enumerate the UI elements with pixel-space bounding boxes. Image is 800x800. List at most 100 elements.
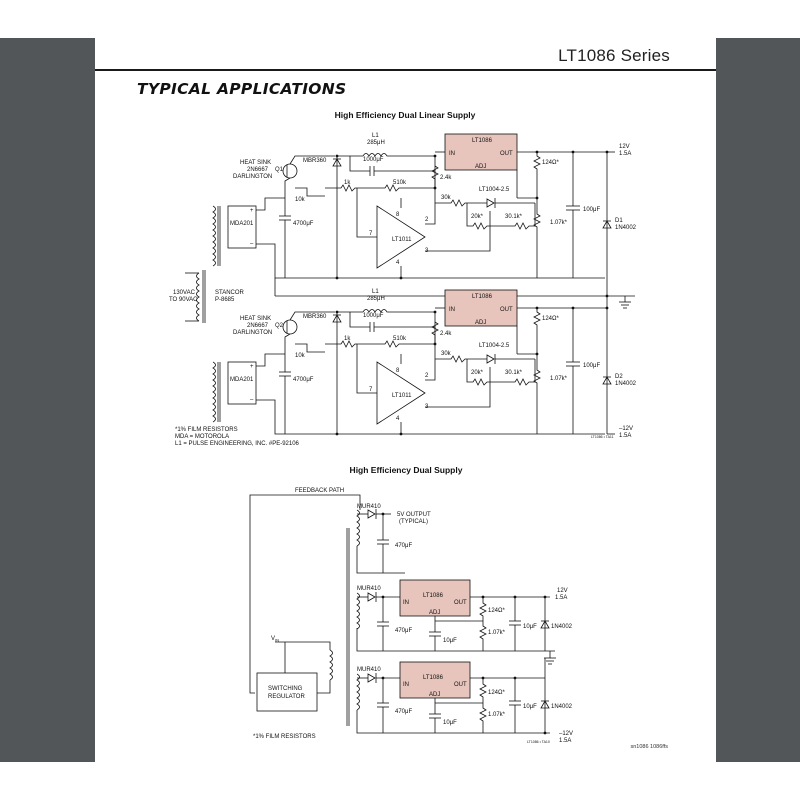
reg-adj: ADJ bbox=[475, 320, 486, 326]
cap-small-label: 1000μF bbox=[363, 157, 384, 163]
r8-label: 124Ω* bbox=[542, 316, 559, 322]
reg-pos-out: OUT bbox=[454, 600, 467, 606]
transistor-part: 2N6667 bbox=[247, 167, 269, 173]
r2-label: 510k bbox=[393, 180, 407, 186]
reg-adj: ADJ bbox=[475, 164, 486, 170]
r7-label: 30.1k* bbox=[505, 370, 523, 376]
pin2: 2 bbox=[425, 373, 429, 379]
cap-470-1: 470μF bbox=[395, 543, 412, 549]
pin4: 4 bbox=[396, 260, 400, 266]
output-5v-label: 5V OUTPUT bbox=[397, 512, 431, 518]
cap-out-label: 100μF bbox=[583, 207, 600, 213]
r6-label: 20k* bbox=[471, 370, 484, 376]
circuit2-title: High Efficiency Dual Supply bbox=[349, 465, 463, 475]
darlington-label: DARLINGTON bbox=[233, 174, 272, 180]
r9-label: 1.07k* bbox=[550, 376, 568, 382]
pin2: 2 bbox=[425, 217, 429, 223]
header-rule bbox=[95, 69, 716, 71]
r-top-2: 124Ω* bbox=[488, 690, 505, 696]
r1-label: 1k bbox=[344, 180, 351, 186]
out-diode-part: 1N4002 bbox=[615, 225, 637, 231]
inductor-value: 285μH bbox=[367, 140, 385, 146]
note-l1: L1 = PULSE ENGINEERING, INC. #PE-92106 bbox=[175, 441, 300, 447]
opamp-label: LT1011 bbox=[392, 237, 412, 243]
r5-label: 10k bbox=[295, 353, 306, 359]
transformer-part-2: P-8685 bbox=[215, 297, 235, 303]
transistor-id: Q1 bbox=[275, 167, 284, 173]
reference-label: LT1004-2.5 bbox=[479, 343, 510, 349]
bridge-plus: + bbox=[250, 208, 254, 214]
out-current: 1.5A bbox=[619, 433, 631, 439]
regulator-label: LT1086 bbox=[472, 138, 493, 144]
r4-label: 30k bbox=[441, 351, 452, 357]
regulator-box bbox=[444, 133, 518, 171]
reg-neg-in: IN bbox=[403, 682, 409, 688]
regulator-neg-label: LT1086 bbox=[423, 675, 444, 681]
transformer-input-2: TO 90VAC bbox=[169, 297, 198, 303]
cap-10-1: 10μF bbox=[443, 638, 457, 644]
r8-label: 124Ω* bbox=[542, 160, 559, 166]
bridge-rectifier-box bbox=[227, 205, 257, 249]
out-neg-current: 1.5A bbox=[559, 738, 571, 744]
heat-sink-label: HEAT SINK bbox=[240, 316, 271, 322]
transformer-input-1: 130VAC bbox=[173, 290, 196, 296]
out-diode-id: D1 bbox=[615, 218, 623, 224]
feedback-label: FEEDBACK PATH bbox=[295, 488, 344, 494]
r7-label: 30.1k* bbox=[505, 214, 523, 220]
cap-10-4: 10μF bbox=[523, 704, 537, 710]
opamp-label: LT1011 bbox=[392, 393, 412, 399]
reference-label: LT1004-2.5 bbox=[479, 187, 510, 193]
note-film-resistors-2: *1% FILM RESISTORS bbox=[253, 734, 316, 740]
cap-in-label: 4700μF bbox=[293, 221, 314, 227]
circuit2: FEEDBACK PATH SWITCHING REGULATOR VIN MU… bbox=[249, 488, 573, 744]
transformer-part-1: STANCOR bbox=[215, 290, 245, 296]
reg-in: IN bbox=[449, 151, 455, 157]
transistor-id: Q2 bbox=[275, 323, 284, 329]
out-neg-voltage: –12V bbox=[559, 731, 573, 737]
switching-regulator-box bbox=[256, 672, 318, 712]
regulator-label: LT1086 bbox=[472, 294, 493, 300]
cap-out-label: 100μF bbox=[583, 363, 600, 369]
out-diode-id: D2 bbox=[615, 374, 623, 380]
r3-label: 2.4k bbox=[440, 331, 452, 337]
output-5v-typical: (TYPICAL) bbox=[399, 519, 428, 525]
section-title: TYPICAL APPLICATIONS bbox=[137, 80, 347, 98]
cap-10-2: 10μF bbox=[523, 624, 537, 630]
out-current: 1.5A bbox=[619, 151, 631, 157]
figure-code-2: LT1086 • TA10 bbox=[527, 740, 550, 744]
regulator-pos-label: LT1086 bbox=[423, 593, 444, 599]
out-voltage: 12V bbox=[619, 144, 630, 150]
cap-in-label: 4700μF bbox=[293, 377, 314, 383]
out-pos-voltage: 12V bbox=[557, 588, 568, 594]
bridge-minus: – bbox=[250, 397, 254, 403]
bridge-minus: – bbox=[250, 241, 254, 247]
out-voltage: –12V bbox=[619, 426, 633, 432]
out-pos-current: 1.5A bbox=[555, 595, 567, 601]
transistor-part: 2N6667 bbox=[247, 323, 269, 329]
r-bottom-1: 1.07k* bbox=[488, 630, 506, 636]
cap-small-label: 1000μF bbox=[363, 313, 384, 319]
circuit1-title: High Efficiency Dual Linear Supply bbox=[334, 110, 476, 120]
reg-in: IN bbox=[449, 307, 455, 313]
inductor-id: L1 bbox=[372, 289, 379, 295]
reg-out: OUT bbox=[500, 151, 513, 157]
switcher-label-1: SWITCHING bbox=[268, 686, 303, 692]
r3-label: 2.4k bbox=[440, 175, 452, 181]
cap-470-2: 470μF bbox=[395, 628, 412, 634]
switcher-label-2: REGULATOR bbox=[268, 694, 305, 700]
r6-label: 20k* bbox=[471, 214, 484, 220]
reg-neg-adj: ADJ bbox=[429, 692, 440, 698]
note-film-resistors: *1% FILM RESISTORS bbox=[175, 427, 238, 433]
viewer-background-right bbox=[716, 38, 800, 762]
out-diode-part: 1N4002 bbox=[615, 381, 637, 387]
pin8: 8 bbox=[396, 368, 400, 374]
inductor-value: 285μH bbox=[367, 296, 385, 302]
r4-label: 30k bbox=[441, 195, 452, 201]
bridge-label: MDA201 bbox=[230, 221, 254, 227]
reg-neg-out: OUT bbox=[454, 682, 467, 688]
mur410-label-1: MUR410 bbox=[357, 504, 381, 510]
diode-label: MBR360 bbox=[303, 314, 327, 320]
pin8: 8 bbox=[396, 212, 400, 218]
diode-label: MBR360 bbox=[303, 158, 327, 164]
r-bottom-2: 1.07k* bbox=[488, 712, 506, 718]
